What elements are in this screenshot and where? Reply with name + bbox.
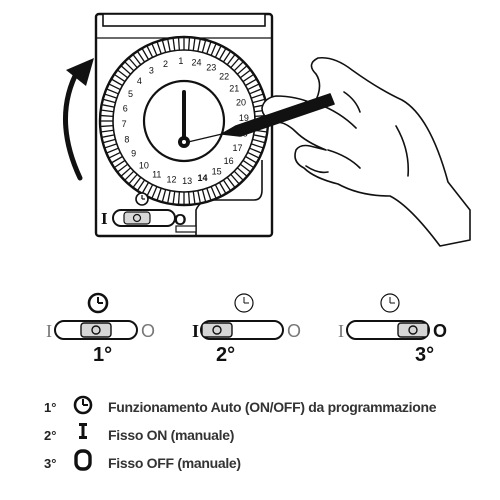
legend-text: Fisso OFF (manuale) bbox=[108, 455, 241, 471]
dial-hour-number: 15 bbox=[212, 166, 222, 176]
rotation-arrow bbox=[63, 58, 94, 181]
legend-number: 2° bbox=[44, 428, 57, 443]
dial-hour-number: 10 bbox=[139, 161, 149, 171]
legend-symbols bbox=[73, 395, 93, 471]
switch-off-mark: O bbox=[287, 321, 301, 341]
device-switch: I O bbox=[101, 192, 186, 229]
device-switch-off-mark: O bbox=[174, 212, 186, 229]
dial-hour-number: 6 bbox=[123, 104, 128, 114]
dial-hour-number: 24 bbox=[191, 57, 201, 67]
dial-hour-number: 17 bbox=[232, 143, 242, 153]
device-switch-on-mark: I bbox=[101, 209, 108, 228]
dial-hour-number: 23 bbox=[206, 63, 216, 73]
switch-on-mark: I bbox=[338, 321, 344, 341]
dial-hour-number: 11 bbox=[152, 169, 161, 179]
dial-hour-number: 7 bbox=[122, 119, 127, 129]
dial-hour-number: 8 bbox=[124, 135, 129, 145]
dial-hour-number: 9 bbox=[131, 149, 136, 159]
hand-with-pen-illustration bbox=[187, 56, 471, 247]
clock-icon bbox=[73, 395, 93, 415]
dial-hour-number: 20 bbox=[236, 97, 246, 107]
dial-hour-number: 12 bbox=[167, 175, 177, 185]
device-lower-window bbox=[195, 160, 263, 236]
dial-hour-number: 2 bbox=[163, 59, 168, 69]
position-label-2: 2° bbox=[216, 344, 236, 366]
dial-hour-number: 14 bbox=[198, 173, 208, 183]
dial: 123456789101112131415161718192021222324 bbox=[98, 35, 270, 207]
legend-row-2: 2° Fisso ON (manuale) bbox=[44, 424, 484, 450]
clock-icon bbox=[87, 292, 109, 314]
legend-row-3: 3° Fisso OFF (manuale) bbox=[44, 452, 484, 478]
dial-hour-number: 3 bbox=[149, 66, 154, 76]
legend-number: 1° bbox=[44, 400, 57, 415]
dial-hour-number: 19 bbox=[239, 113, 249, 123]
switch-on-mark: I bbox=[192, 321, 199, 341]
switch-on-mark: I bbox=[46, 321, 52, 341]
switch-off-mark: O bbox=[141, 321, 155, 341]
legend-text: Fisso ON (manuale) bbox=[108, 427, 235, 443]
switch-knob bbox=[201, 322, 233, 338]
dial-hour-number: 22 bbox=[219, 71, 229, 81]
clock-icon bbox=[380, 293, 400, 313]
clock-icon bbox=[234, 293, 254, 313]
dial-hour-number: 16 bbox=[224, 156, 234, 166]
switch-off-mark: O bbox=[433, 321, 447, 341]
dial-hour-number: 21 bbox=[229, 83, 239, 93]
switch-knob bbox=[397, 322, 429, 338]
legend-row-1: 1° Funzionamento Auto (ON/OFF) da progra… bbox=[44, 396, 484, 422]
legend-text: Funzionamento Auto (ON/OFF) da programma… bbox=[108, 399, 437, 415]
legend-number: 3° bbox=[44, 456, 57, 471]
dial-hour-number: 13 bbox=[182, 176, 192, 186]
position-label-1: 1° bbox=[93, 344, 113, 366]
switch-knob bbox=[80, 322, 112, 338]
off-ring-icon bbox=[74, 449, 92, 471]
timer-device: 123456789101112131415161718192021222324 … bbox=[63, 12, 471, 247]
dial-hour-number: 1 bbox=[178, 56, 183, 66]
position-label-3: 3° bbox=[415, 344, 435, 366]
on-bar-icon bbox=[79, 423, 87, 439]
device-lid-top bbox=[102, 13, 266, 27]
dial-hour-number: 5 bbox=[128, 89, 133, 99]
dial-hour-number: 4 bbox=[137, 76, 142, 86]
